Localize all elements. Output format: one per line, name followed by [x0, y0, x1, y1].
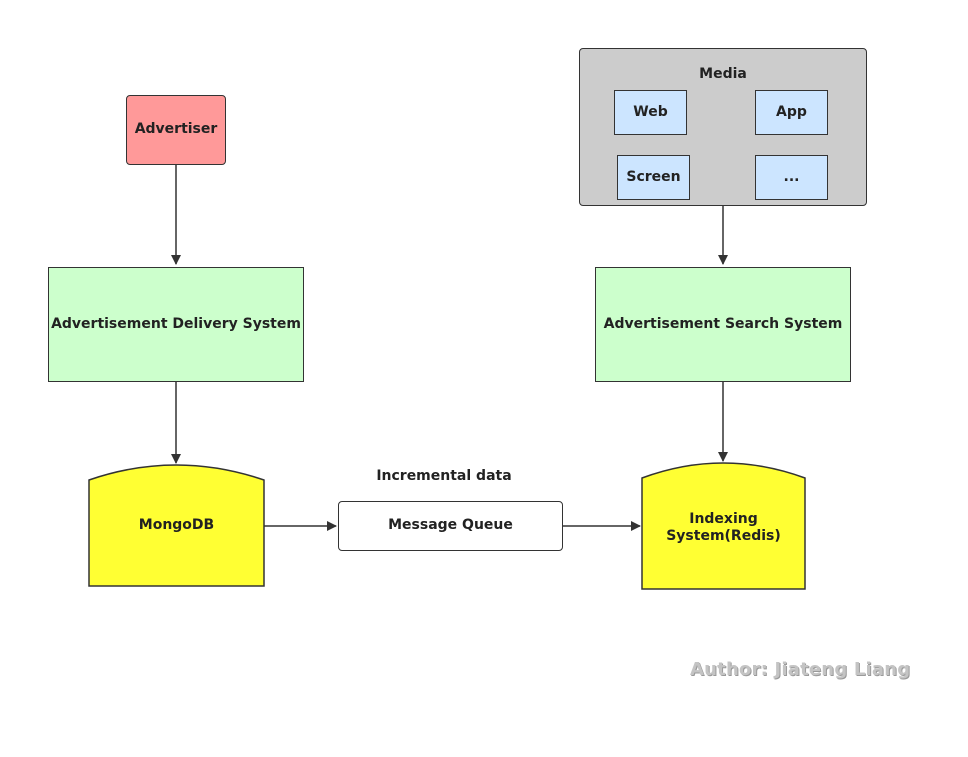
delivery-system-node: Advertisement Delivery System	[48, 267, 304, 382]
search-system-node: Advertisement Search System	[595, 267, 851, 382]
author-credit: Author: Jiateng Liang	[690, 659, 911, 680]
media-item-screen: Screen	[617, 155, 690, 200]
advertiser-node: Advertiser	[126, 95, 226, 165]
mongodb-label: MongoDB	[138, 517, 215, 534]
indexing-label: Indexing System(Redis)	[666, 510, 781, 545]
media-item-app: App	[755, 90, 828, 135]
media-item-screen-label: Screen	[626, 168, 681, 185]
message-queue-node: Message Queue	[338, 501, 563, 551]
advertiser-label: Advertiser	[134, 121, 218, 138]
mongodb-node: MongoDB	[89, 480, 264, 572]
media-item-web-label: Web	[633, 103, 668, 120]
media-item-web: Web	[614, 90, 687, 135]
media-title: Media	[699, 66, 747, 82]
media-item-app-label: App	[776, 103, 807, 120]
indexing-shape	[641, 462, 806, 590]
delivery-system-label: Advertisement Delivery System	[51, 315, 301, 332]
media-item-more-label: ...	[783, 168, 800, 185]
incremental-data-label: Incremental data	[376, 468, 512, 484]
search-system-label: Advertisement Search System	[603, 315, 843, 332]
message-queue-label: Message Queue	[388, 517, 513, 534]
media-item-more: ...	[755, 155, 828, 200]
indexing-node: Indexing System(Redis)	[660, 488, 787, 568]
mongodb-shape	[88, 464, 265, 587]
